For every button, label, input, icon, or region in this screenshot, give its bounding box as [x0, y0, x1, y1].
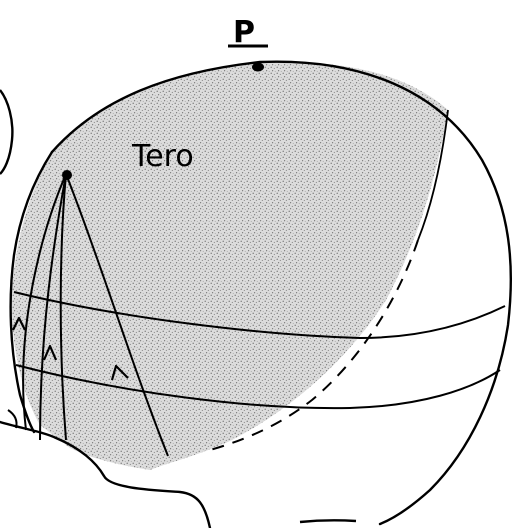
shaded-region [12, 62, 448, 470]
bottom-stroke [300, 520, 356, 522]
region-label: Tero [131, 139, 194, 174]
pole-dot-icon [252, 63, 264, 72]
edge-lobe [0, 90, 12, 174]
source-dot-icon [62, 170, 72, 180]
